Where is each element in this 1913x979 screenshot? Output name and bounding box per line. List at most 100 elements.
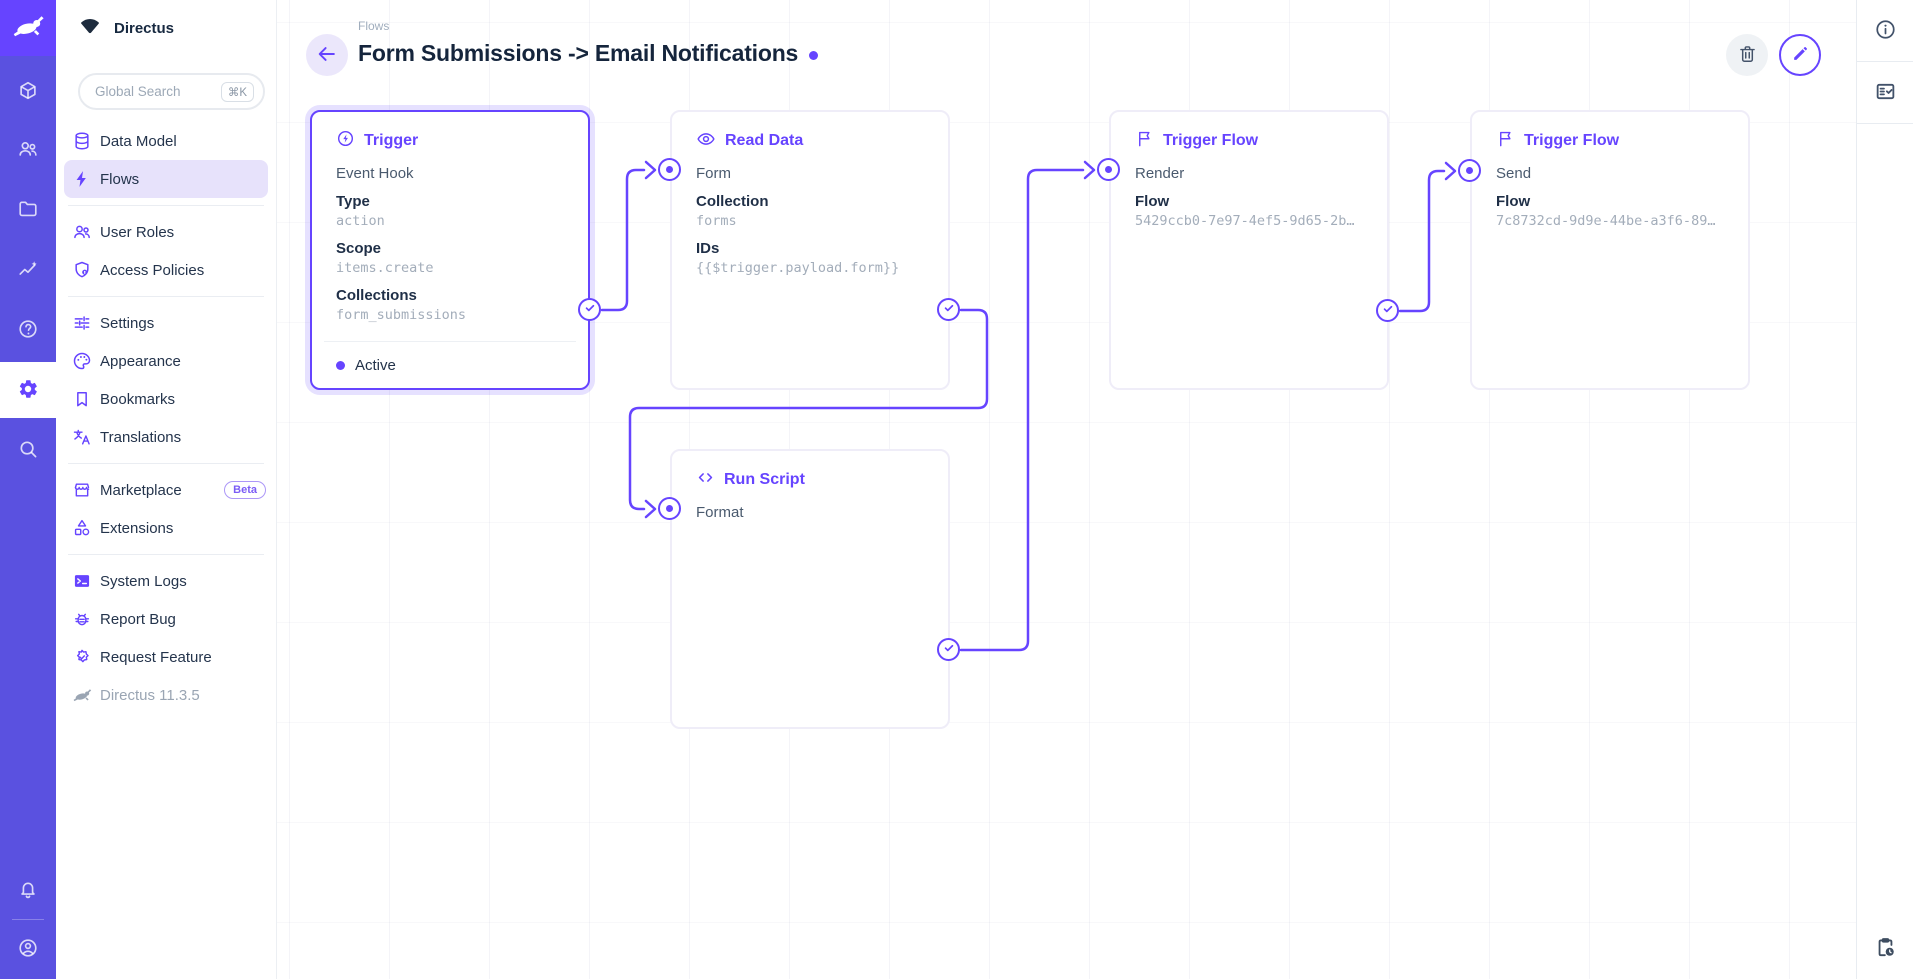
bug-icon	[72, 609, 92, 629]
module-docs[interactable]	[0, 302, 56, 358]
delete-flow-button[interactable]	[1726, 34, 1768, 76]
status-row: Active	[312, 342, 588, 388]
panel-divider	[324, 341, 576, 342]
sidebar-item-label: Settings	[100, 314, 155, 332]
node-trigger[interactable]: Trigger Event Hook Type action Scope ite…	[310, 110, 590, 390]
sidebar-item-appearance[interactable]: Appearance	[56, 342, 276, 380]
global-search-input[interactable]: Global Search ⌘K	[78, 73, 265, 110]
module-insights[interactable]	[0, 242, 56, 298]
dot-icon	[666, 505, 673, 512]
node-run-script[interactable]: Run Script Format	[670, 449, 950, 729]
module-bar-divider	[12, 919, 44, 920]
sidebar-item-label: Appearance	[100, 352, 181, 370]
connector-out-trigger-flow-render[interactable]	[1376, 299, 1399, 322]
trash-icon	[1737, 43, 1758, 67]
field-label: Flow	[1496, 193, 1531, 210]
status-label: Active	[355, 356, 396, 374]
connector-out-read-data[interactable]	[937, 298, 960, 321]
info-sidebar-button[interactable]	[1857, 0, 1913, 62]
field-label: Type	[336, 193, 370, 210]
breadcrumb[interactable]: Flows	[358, 19, 390, 33]
pencil-icon	[1791, 44, 1810, 66]
module-bar	[0, 0, 56, 979]
sidebar-item-label: User Roles	[100, 223, 175, 241]
sidebar: Directus Global Search ⌘K Data Model Flo…	[56, 0, 277, 979]
field-value: 5429ccb0-7e97-4ef5-9d65-2b…	[1135, 213, 1355, 229]
sidebar-item-extensions[interactable]: Extensions	[56, 509, 276, 547]
search-shortcut: ⌘K	[220, 81, 254, 102]
node-read-data[interactable]: Read Data Form Collection forms IDs {{$t…	[670, 110, 950, 390]
connector-in-trigger-flow-send[interactable]	[1458, 159, 1481, 182]
logs-sidebar-button[interactable]	[1857, 62, 1913, 124]
sidebar-item-data-model[interactable]: Data Model	[56, 122, 276, 160]
notifications-button[interactable]	[0, 862, 56, 918]
connector-in-run-script[interactable]	[658, 497, 681, 520]
bolt-circle-icon	[336, 129, 355, 153]
sidebar-item-marketplace[interactable]: Marketplace Beta	[56, 471, 276, 509]
nav-divider	[68, 205, 264, 206]
connector-out-run-script[interactable]	[937, 638, 960, 661]
node-name: Render	[1135, 165, 1185, 182]
module-content[interactable]	[0, 64, 56, 120]
check-icon	[943, 641, 955, 659]
insights-icon	[17, 258, 39, 283]
page-title: Form Submissions -> Email Notifications	[358, 40, 799, 66]
sidebar-item-label: Flows	[100, 170, 140, 188]
node-trigger-flow-send[interactable]: Trigger Flow Send Flow 7c8732cd-9d9e-44b…	[1470, 110, 1750, 390]
connector-out-trigger[interactable]	[578, 298, 601, 321]
sidebar-item-flows[interactable]: Flows	[64, 160, 268, 198]
project-header[interactable]: Directus	[56, 0, 276, 56]
sidebar-item-request-feature[interactable]: Request Feature	[56, 638, 276, 676]
module-users[interactable]	[0, 122, 56, 178]
back-button[interactable]	[306, 34, 348, 76]
sidebar-item-translations[interactable]: Translations	[56, 418, 276, 456]
field-label: Scope	[336, 240, 382, 257]
node-title: Trigger Flow	[1524, 132, 1620, 149]
wire-trigger-to-readdata	[600, 168, 646, 312]
title-row: Form Submissions -> Email Notifications	[358, 40, 819, 67]
sidebar-item-access-policies[interactable]: Access Policies	[56, 251, 276, 289]
gear-icon	[17, 378, 39, 403]
node-trigger-flow-render[interactable]: Trigger Flow Render Flow 5429ccb0-7e97-4…	[1109, 110, 1389, 390]
sidebar-item-label: Data Model	[100, 132, 177, 150]
flow-active-dot	[809, 50, 819, 60]
node-name: Format	[696, 504, 744, 521]
sidebar-item-user-roles[interactable]: User Roles	[56, 213, 276, 251]
module-files[interactable]	[0, 182, 56, 238]
search-placeholder: Global Search	[95, 84, 181, 99]
flow-canvas: Flows Form Submissions -> Email Notifica…	[277, 0, 1856, 979]
version-label: Directus 11.3.5	[100, 686, 200, 704]
terminal-icon	[72, 571, 92, 591]
users-icon	[17, 138, 39, 163]
project-name: Directus	[114, 19, 175, 37]
module-settings[interactable]	[0, 362, 56, 418]
flag-icon	[1135, 129, 1154, 153]
field-value: 7c8732cd-9d9e-44be-a3f6-89…	[1496, 213, 1716, 229]
fact-check-icon	[1874, 80, 1897, 106]
eye-icon	[696, 129, 716, 154]
edit-flow-button[interactable]	[1779, 34, 1821, 76]
pending-actions-button[interactable]	[1857, 919, 1913, 979]
dot-icon	[1466, 167, 1473, 174]
bolt-icon	[72, 169, 92, 189]
sidebar-item-label: Request Feature	[100, 648, 212, 666]
sidebar-nav: Data Model Flows User Roles Access Polic…	[56, 122, 276, 714]
sidebar-item-bookmarks[interactable]: Bookmarks	[56, 380, 276, 418]
wire-runscript-to-render	[959, 168, 1085, 652]
account-button[interactable]	[0, 921, 56, 977]
code-icon	[696, 468, 715, 492]
directus-logo[interactable]	[0, 0, 56, 56]
nav-divider	[68, 554, 264, 555]
bookmark-icon	[72, 389, 92, 409]
module-search[interactable]	[0, 422, 56, 478]
connector-in-trigger-flow-render[interactable]	[1097, 158, 1120, 181]
sidebar-item-system-logs[interactable]: System Logs	[56, 562, 276, 600]
node-title: Run Script	[724, 471, 805, 488]
connector-in-read-data[interactable]	[658, 158, 681, 181]
rabbit-icon	[11, 9, 45, 48]
sidebar-item-report-bug[interactable]: Report Bug	[56, 600, 276, 638]
sidebar-item-settings[interactable]: Settings	[56, 304, 276, 342]
node-name: Event Hook	[336, 165, 414, 182]
nav-divider	[68, 296, 264, 297]
sidebar-item-label: Access Policies	[100, 261, 205, 279]
